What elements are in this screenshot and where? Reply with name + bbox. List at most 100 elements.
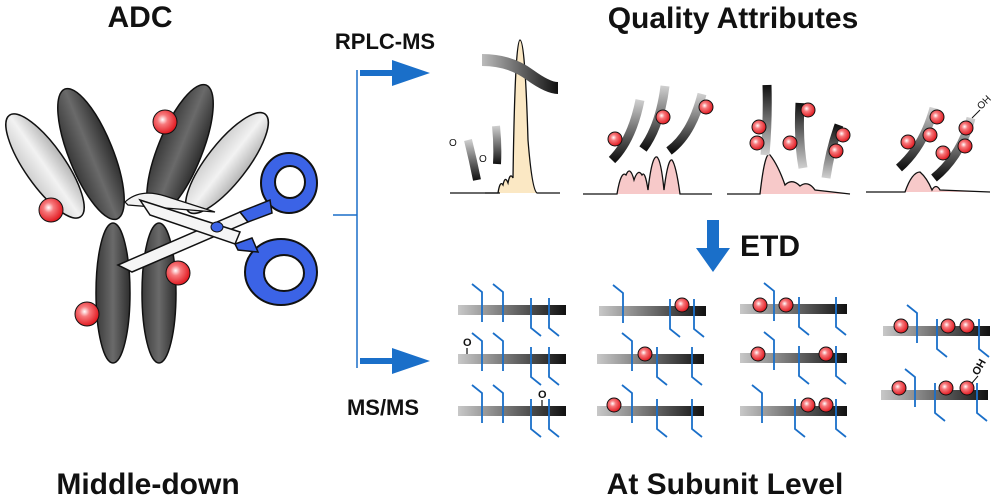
oxidation-label: O xyxy=(538,389,547,401)
subunit-bar xyxy=(458,354,566,364)
z-ion-fragment-marker xyxy=(530,347,542,386)
arrow-down-icon xyxy=(696,220,730,272)
light-chain-right xyxy=(184,111,270,215)
c-ion-fragment-marker xyxy=(492,332,504,371)
z-ion-fragment-marker xyxy=(530,298,542,337)
drug-payload xyxy=(674,297,690,313)
z-ion-fragment-marker xyxy=(656,347,668,386)
subunit-bar xyxy=(740,353,847,363)
drug-payload xyxy=(800,397,816,413)
chromatogram-two-drugs xyxy=(727,84,851,195)
z-ion-fragment-marker xyxy=(669,299,681,338)
drug-payload xyxy=(751,119,767,135)
ms-ms-label: MS/MS xyxy=(347,395,419,420)
z-ion-fragment-marker xyxy=(548,298,560,337)
z-ion-fragment-marker xyxy=(530,399,542,438)
z-ion-fragment-marker xyxy=(978,319,990,358)
heavy-chain-fab-left xyxy=(57,87,125,221)
drug-payload xyxy=(818,397,834,413)
light-chain-left xyxy=(5,113,85,219)
oxidation-label: O xyxy=(449,138,457,149)
drug-payload xyxy=(828,143,844,159)
z-ion-fragment-marker xyxy=(798,297,810,336)
drug-payload xyxy=(938,380,954,396)
drug-payload xyxy=(800,102,816,118)
rplc-ms-label: RPLC-MS xyxy=(335,29,435,54)
drug-payload xyxy=(165,260,191,286)
subunit-bar xyxy=(458,406,566,416)
z-ion-fragment-marker xyxy=(835,297,847,336)
scissors-icon xyxy=(116,152,318,306)
c-ion-fragment-marker xyxy=(492,384,504,423)
drug-payload xyxy=(893,318,909,334)
z-ion-fragment-marker xyxy=(934,383,946,422)
c-ion-fragment-marker xyxy=(621,332,633,371)
oxidation-label: O xyxy=(479,154,487,165)
at-subunit-level-title: At Subunit Level xyxy=(607,468,844,496)
middle-down-title: Middle-down xyxy=(56,468,239,496)
drug-payload xyxy=(752,297,768,313)
fc-left xyxy=(95,222,131,364)
drug-payload xyxy=(957,138,973,154)
z-ion-fragment-marker xyxy=(798,346,810,385)
adc-title: ADC xyxy=(108,1,173,34)
drug-payload xyxy=(607,131,623,147)
drug-payload xyxy=(891,380,907,396)
z-ion-fragment-marker xyxy=(656,399,668,438)
subunit-bar xyxy=(599,306,706,316)
drug-payload xyxy=(74,301,100,327)
hinge-region xyxy=(124,192,216,213)
drug-payload xyxy=(606,397,622,413)
z-ion-fragment-marker xyxy=(548,399,560,438)
drug-payload xyxy=(929,109,945,125)
drug-payload xyxy=(750,346,766,362)
adc-antibody-illustration xyxy=(5,83,318,364)
z-ion-fragment-marker xyxy=(691,399,703,438)
c-ion-fragment-marker xyxy=(763,331,775,370)
drug-payload xyxy=(778,297,794,313)
c-ion-fragment-marker xyxy=(906,304,918,343)
arrow-right-icon xyxy=(360,60,430,86)
drug-payload xyxy=(935,145,951,161)
c-ion-fragment-marker xyxy=(471,384,483,423)
workflow-branch xyxy=(333,60,730,374)
c-ion-fragment-marker xyxy=(471,283,483,322)
etd-label: ETD xyxy=(740,230,800,263)
drug-payload xyxy=(959,380,975,396)
hydroxyl-label: OH xyxy=(975,94,993,112)
drug-payload xyxy=(900,134,916,150)
c-ion-fragment-marker xyxy=(471,332,483,371)
drug-payload xyxy=(38,197,64,223)
oxidation-label: O xyxy=(463,337,472,349)
z-ion-fragment-marker xyxy=(976,383,988,422)
hydroxyl-label: OH xyxy=(970,357,989,377)
drug-payload xyxy=(958,120,974,136)
drug-payload xyxy=(698,99,714,115)
c-ion-fragment-marker xyxy=(763,282,775,321)
chromatogram-oxidation: O O xyxy=(449,39,560,194)
chromatogram-single-drug xyxy=(583,85,714,195)
c-ion-fragment-marker xyxy=(621,384,633,423)
z-ion-fragment-marker xyxy=(835,346,847,385)
drug-payload xyxy=(655,109,671,125)
drug-payload xyxy=(835,127,851,143)
drug-payload xyxy=(152,109,178,135)
chromatogram-three-drugs: OH xyxy=(866,94,994,193)
etd-fragment-maps: O O OH xyxy=(458,282,990,438)
c-ion-fragment-marker xyxy=(751,384,763,423)
drug-payload xyxy=(959,318,975,334)
subunit-bar xyxy=(740,304,847,314)
c-ion-fragment-marker xyxy=(492,283,504,322)
z-ion-fragment-marker xyxy=(693,299,705,338)
z-ion-fragment-marker xyxy=(835,399,847,438)
c-ion-fragment-marker xyxy=(612,284,624,323)
drug-payload xyxy=(782,135,798,151)
subunit-bar xyxy=(740,406,847,416)
arrow-right-icon xyxy=(360,348,430,374)
drug-payload xyxy=(818,346,834,362)
z-ion-fragment-marker xyxy=(548,347,560,386)
z-ion-fragment-marker xyxy=(794,399,806,438)
z-ion-fragment-marker xyxy=(691,347,703,386)
subunit-bar xyxy=(597,406,704,416)
drug-payload xyxy=(922,127,938,143)
